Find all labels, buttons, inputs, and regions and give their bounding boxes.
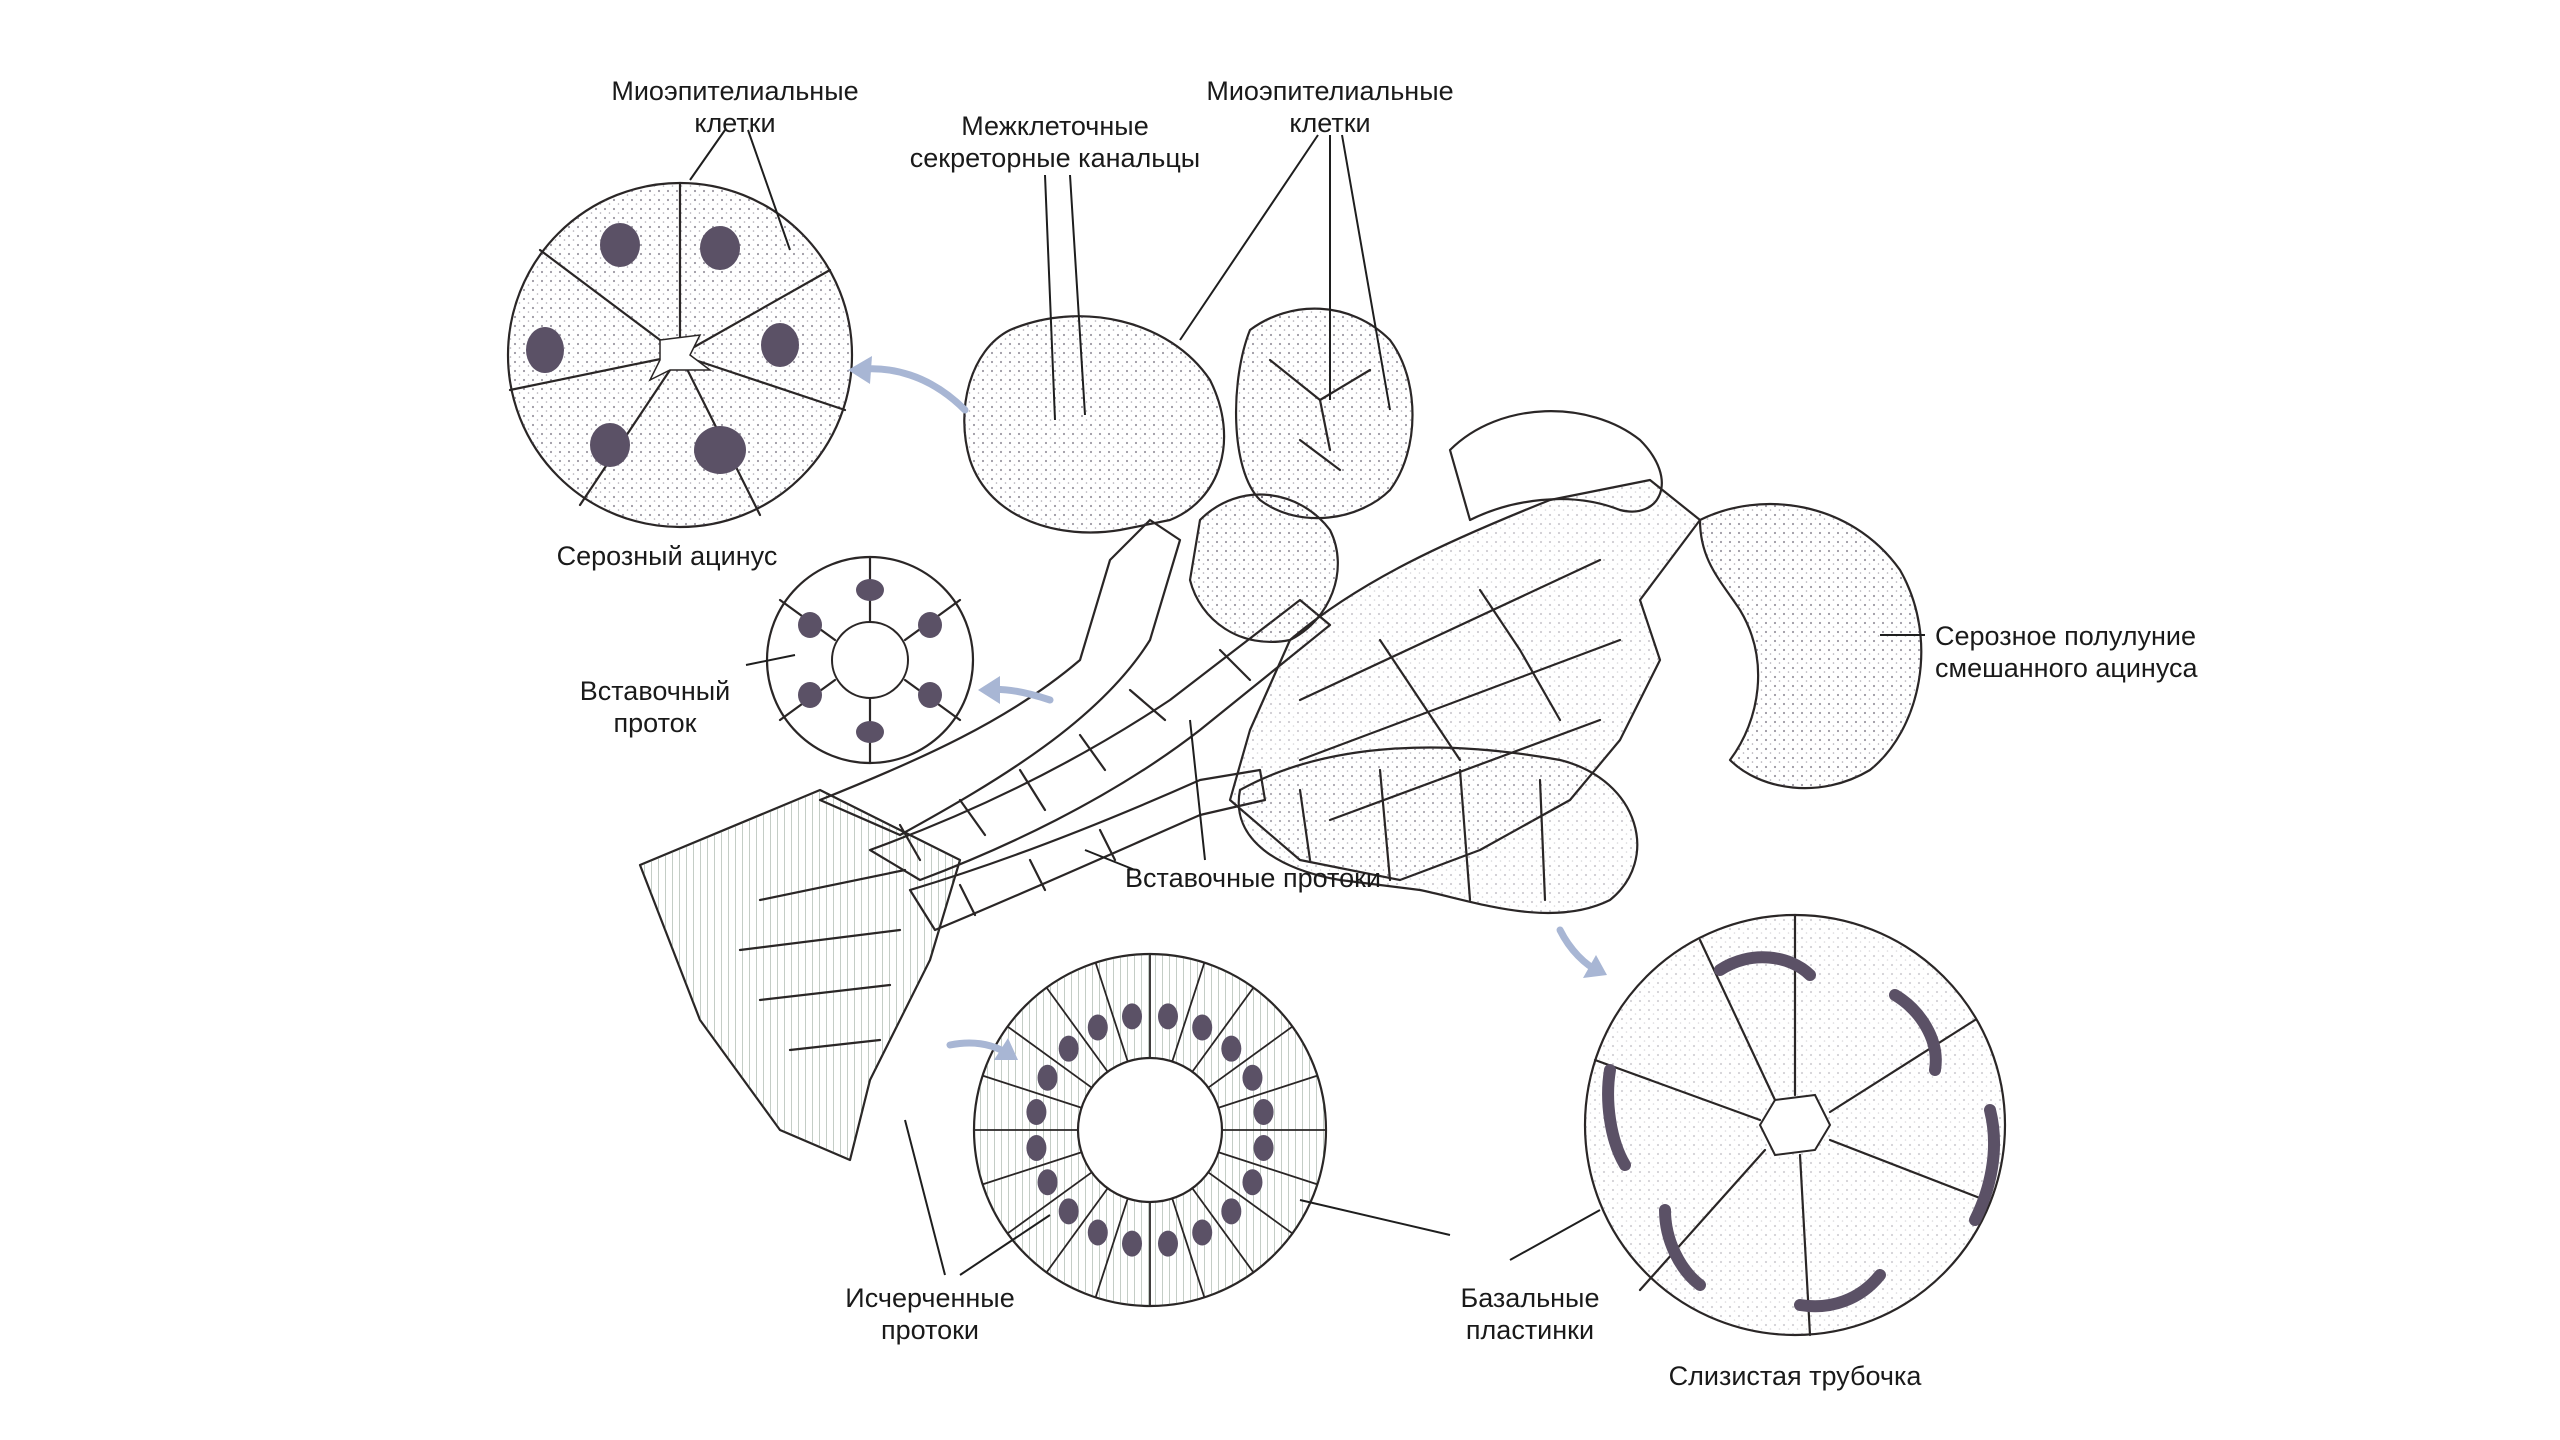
striated-cell-border xyxy=(1094,1198,1129,1298)
striated-cell-nucleus xyxy=(1087,1014,1108,1041)
striated-duct-detail xyxy=(972,952,1328,1308)
striated-cell-nucleus xyxy=(1242,1064,1263,1091)
label-intercalated-duct-1: Вставочный xyxy=(580,676,731,706)
label-mucous-tubule: Слизистая трубочка xyxy=(1669,1361,1923,1391)
striated-cell-nucleus xyxy=(1058,1198,1079,1225)
label-myoepithelial-left-1: Миоэпителиальные xyxy=(611,76,858,106)
leader-lines xyxy=(689,129,1925,1276)
mucous-tubule-detail xyxy=(1583,913,2007,1337)
serous-acinus-detail xyxy=(506,181,854,529)
striated-cell-nucleus xyxy=(1242,1169,1263,1196)
label-serous-demilune-2: смешанного ацинуса xyxy=(1935,653,2199,683)
striated-cell-nucleus xyxy=(1221,1035,1242,1062)
label-serous-demilune-1: Серозное полулуние xyxy=(1935,621,2196,651)
striated-duct-texture xyxy=(640,790,960,1160)
striated-cell-nucleus xyxy=(1157,1003,1178,1030)
striated-cell-border xyxy=(1007,1171,1093,1235)
label-myoepithelial-right-1: Миоэпителиальные xyxy=(1206,76,1453,106)
striated-cell-border xyxy=(1218,1151,1318,1186)
label-striated-ducts-2: протоки xyxy=(881,1315,979,1345)
striated-cell-nucleus xyxy=(1157,1230,1178,1257)
intercalated-duct-detail xyxy=(765,555,975,765)
striated-cell-nucleus xyxy=(1037,1169,1058,1196)
striated-cell-border xyxy=(1218,1074,1318,1109)
mucous-lumen xyxy=(1758,1093,1832,1157)
striated-cell-border xyxy=(1007,1025,1093,1089)
label-myoepithelial-right-2: клетки xyxy=(1289,108,1370,138)
striated-cell-nucleus xyxy=(1037,1064,1058,1091)
arrows xyxy=(848,356,1607,1060)
striated-cell-nucleus xyxy=(1122,1003,1143,1030)
intercalated-duct-upper xyxy=(818,518,1182,837)
striated-cell-border xyxy=(1094,962,1129,1062)
striated-cell-border xyxy=(1191,987,1255,1073)
striated-cell-nucleus xyxy=(1253,1099,1274,1126)
serous-demilune-cap xyxy=(1448,410,1663,522)
striated-cell-nucleus xyxy=(1026,1099,1047,1126)
striated-cell-border xyxy=(1207,1025,1293,1089)
label-canaliculi-1: Межклеточные xyxy=(961,111,1148,141)
striated-cell-border xyxy=(1045,987,1109,1073)
striated-cell-nucleus xyxy=(1122,1230,1143,1257)
striated-cell-nucleus xyxy=(1026,1134,1047,1161)
striated-cell-nucleus xyxy=(1058,1035,1079,1062)
striated-cell-border xyxy=(982,1074,1082,1109)
striated-cell-border xyxy=(1171,1198,1206,1298)
label-canaliculi-2: секреторные канальцы xyxy=(910,143,1200,173)
striated-cell-border xyxy=(1191,1187,1255,1273)
gland-branching xyxy=(638,307,1923,1162)
labels: Миоэпителиальные клетки Межклеточные сек… xyxy=(557,76,2199,1391)
striated-cell-nucleus xyxy=(1192,1014,1213,1041)
label-basal-laminae-1: Базальные xyxy=(1461,1283,1600,1313)
label-striated-ducts-1: Исчерченные xyxy=(845,1283,1014,1313)
striated-cell-nucleus xyxy=(1192,1219,1213,1246)
label-serous-acinus: Серозный ацинус xyxy=(557,541,778,571)
striated-cell-border xyxy=(1045,1187,1109,1273)
label-intercalated-ducts: Вставочные протоки xyxy=(1125,863,1381,893)
serous-acinus-texture xyxy=(964,316,1225,533)
striated-cell-nucleus xyxy=(1087,1219,1108,1246)
label-basal-laminae-2: пластинки xyxy=(1466,1315,1594,1345)
striated-cell-nucleus xyxy=(1253,1134,1274,1161)
label-intercalated-duct-2: проток xyxy=(614,708,697,738)
striated-cell-border xyxy=(1207,1171,1293,1235)
striated-cell-nucleus xyxy=(1221,1198,1242,1225)
striated-cell-border xyxy=(982,1151,1082,1186)
label-myoepithelial-left-2: клетки xyxy=(694,108,775,138)
acinus-lumen xyxy=(648,334,713,382)
striated-cell-border xyxy=(1171,962,1206,1062)
arrow-to-serous-acinus xyxy=(851,365,969,414)
